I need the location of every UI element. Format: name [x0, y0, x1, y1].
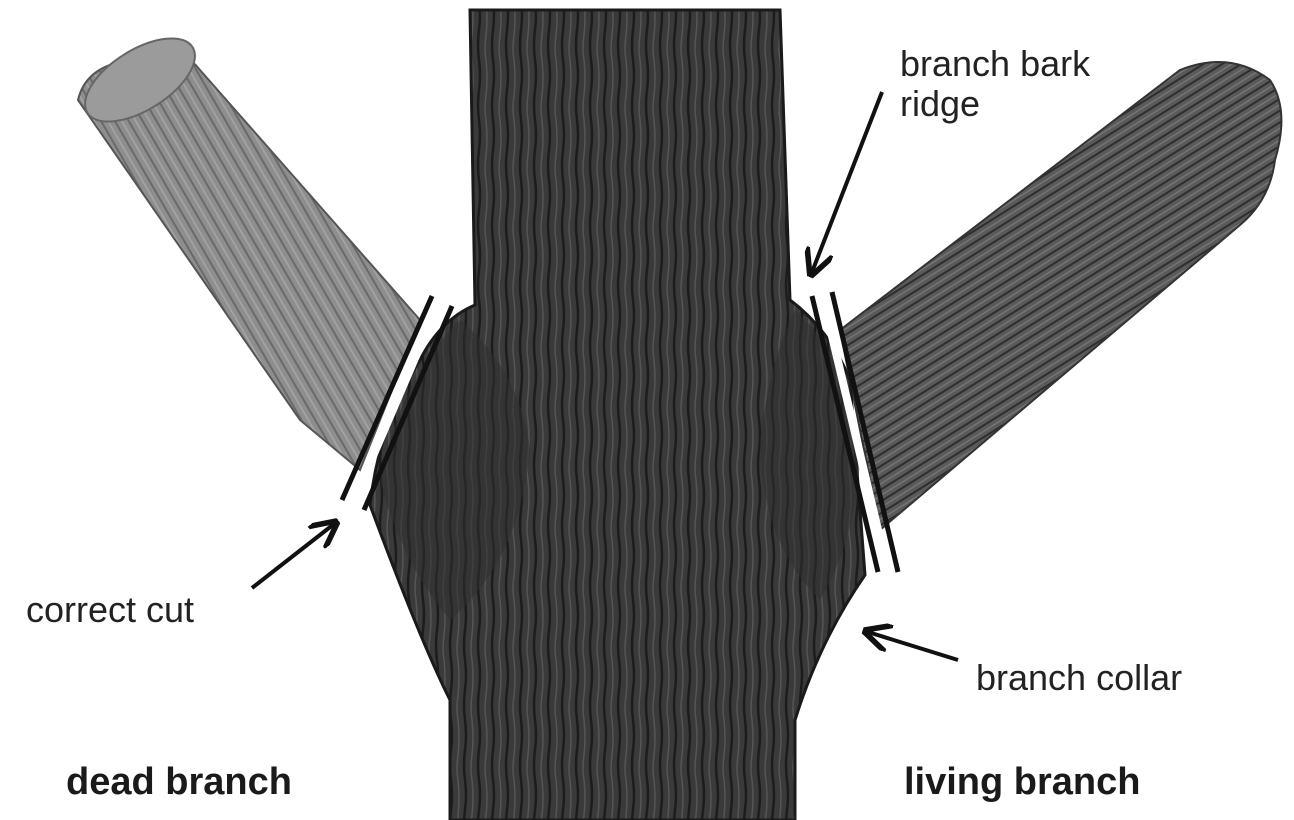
label-branch-collar: branch collar — [976, 658, 1182, 698]
living-branch-shape — [840, 62, 1281, 530]
label-branch-bark-ridge-1: branch bark — [900, 44, 1090, 84]
label-correct-cut: correct cut — [26, 590, 194, 630]
label-dead-branch: dead branch — [66, 762, 292, 802]
correct-cut-arrow — [252, 524, 334, 588]
bark-ridge-arrow — [812, 92, 882, 272]
branch-collar-arrow — [868, 632, 958, 660]
label-branch-bark-ridge-2: ridge — [900, 84, 980, 124]
label-living-branch: living branch — [904, 762, 1140, 802]
